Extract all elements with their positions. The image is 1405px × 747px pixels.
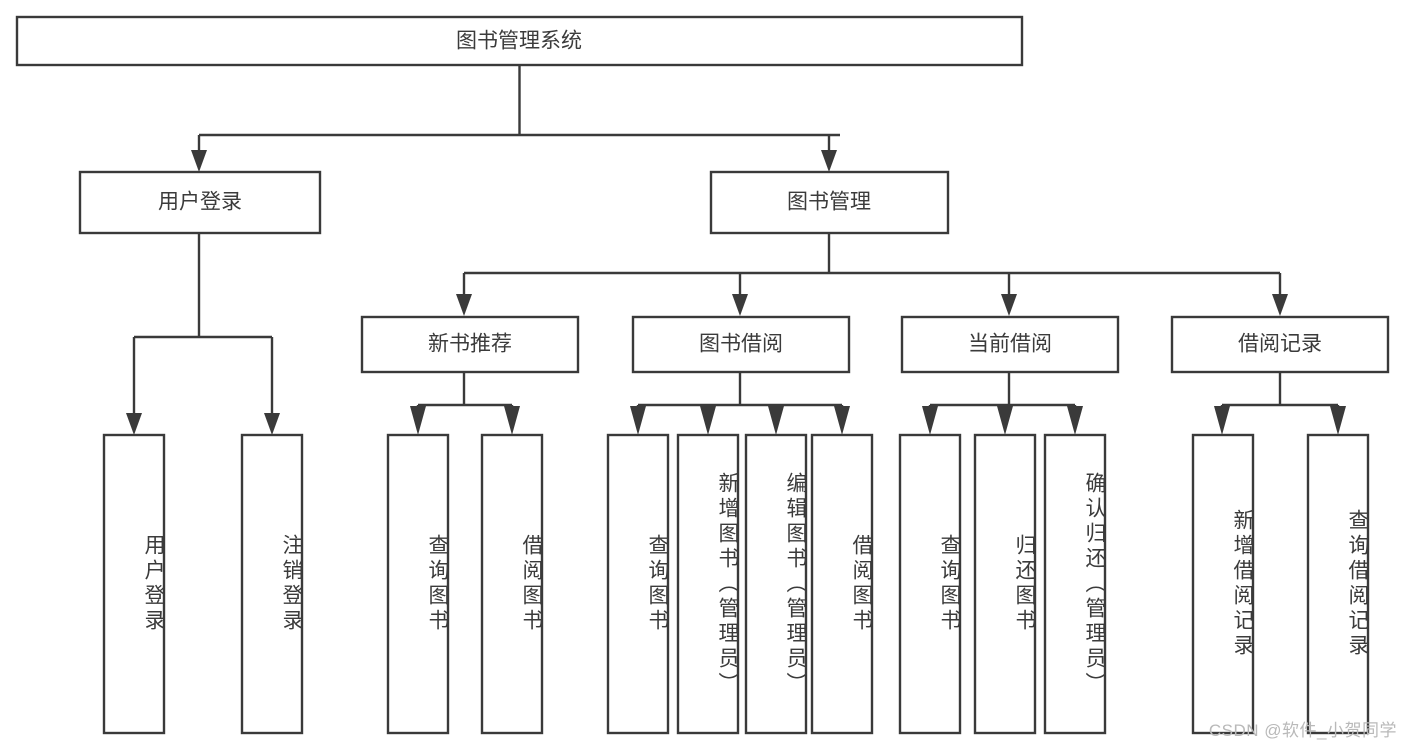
arrow-head-current-borrow bbox=[1001, 294, 1017, 316]
node-user-login[interactable]: 用户登录 bbox=[78, 170, 322, 235]
connector-group-user-login bbox=[126, 233, 280, 435]
leaf-add-book-box[interactable] bbox=[676, 433, 740, 735]
node-book-manage-box[interactable] bbox=[709, 170, 950, 235]
node-book-borrow-box[interactable] bbox=[631, 315, 851, 374]
arrow-head-borrow-record bbox=[1272, 294, 1288, 316]
connector-group-borrow-record bbox=[1214, 372, 1346, 435]
connector-group-book-borrow bbox=[630, 372, 850, 435]
leaf-borrow-book-1-box[interactable] bbox=[480, 433, 544, 735]
csdn-watermark: CSDN @软件_小贺同学 bbox=[1208, 721, 1397, 740]
leaf-add-record-box[interactable] bbox=[1191, 433, 1255, 735]
arrow-head-leaf-confirm-return bbox=[1067, 406, 1083, 435]
leaf-query-book-3-box[interactable] bbox=[898, 433, 962, 735]
connector-group-book-manage bbox=[456, 233, 1288, 316]
node-current-borrow-label: 当前借阅 bbox=[968, 333, 1052, 356]
leaf-edit-book-box[interactable] bbox=[744, 433, 808, 735]
leaf-return-book-box[interactable] bbox=[973, 433, 1037, 735]
leaf-query-book-2-box[interactable] bbox=[606, 433, 670, 735]
leaf-query-record-box[interactable] bbox=[1306, 433, 1370, 735]
leaf-borrow-book-2-box[interactable] bbox=[810, 433, 874, 735]
arrow-head-leaf-query-book-3 bbox=[922, 406, 938, 435]
arrow-head-user-login bbox=[191, 150, 207, 172]
arrow-head-leaf-edit-book bbox=[768, 406, 784, 435]
node-book-manage-label: 图书管理 bbox=[787, 191, 871, 214]
leaf-confirm-return-box[interactable] bbox=[1043, 433, 1107, 735]
node-borrow-record-box[interactable] bbox=[1170, 315, 1390, 374]
node-book-borrow[interactable]: 图书借阅 bbox=[631, 315, 851, 374]
arrow-head-leaf-query-record bbox=[1330, 406, 1346, 435]
connector-group-current-borrow bbox=[922, 372, 1083, 435]
arrow-head-leaf-user-logout bbox=[264, 413, 280, 435]
node-user-login-label: 用户登录 bbox=[158, 191, 242, 214]
node-new-book-recommend-box[interactable] bbox=[360, 315, 580, 374]
node-borrow-record-label: 借阅记录 bbox=[1238, 333, 1322, 356]
arrow-head-leaf-user-login bbox=[126, 413, 142, 435]
arrow-head-leaf-query-book-1 bbox=[410, 406, 426, 435]
node-user-login-box[interactable] bbox=[78, 170, 322, 235]
arrow-head-leaf-add-book bbox=[700, 406, 716, 435]
leaf-user-logout-box[interactable] bbox=[240, 433, 304, 735]
arrow-head-leaf-query-book-2 bbox=[630, 406, 646, 435]
node-root[interactable]: 图书管理系统 bbox=[15, 15, 1024, 67]
arrow-head-leaf-return-book bbox=[997, 406, 1013, 435]
node-book-borrow-label: 图书借阅 bbox=[699, 333, 783, 356]
node-book-manage[interactable]: 图书管理 bbox=[709, 170, 950, 235]
connector-group-root bbox=[191, 65, 840, 172]
arrow-head-leaf-borrow-book-2 bbox=[834, 406, 850, 435]
node-new-book-recommend[interactable]: 新书推荐 bbox=[360, 315, 580, 374]
arrow-head-leaf-borrow-book-1 bbox=[504, 406, 520, 435]
leaf-boxes-group bbox=[102, 433, 1370, 735]
node-root-label: 图书管理系统 bbox=[456, 30, 582, 53]
arrow-head-book-manage bbox=[821, 150, 837, 172]
node-current-borrow[interactable]: 当前借阅 bbox=[900, 315, 1120, 374]
arrow-head-book-borrow bbox=[732, 294, 748, 316]
node-new-book-recommend-label: 新书推荐 bbox=[428, 333, 512, 356]
connector-group-new-book-recommend bbox=[410, 372, 520, 435]
node-root-box[interactable] bbox=[15, 15, 1024, 67]
leaf-query-book-1-box[interactable] bbox=[386, 433, 450, 735]
node-current-borrow-box[interactable] bbox=[900, 315, 1120, 374]
leaf-user-login-box[interactable] bbox=[102, 433, 166, 735]
arrow-head-new-book-recommend bbox=[456, 294, 472, 316]
node-borrow-record[interactable]: 借阅记录 bbox=[1170, 315, 1390, 374]
arrow-head-leaf-add-record bbox=[1214, 406, 1230, 435]
